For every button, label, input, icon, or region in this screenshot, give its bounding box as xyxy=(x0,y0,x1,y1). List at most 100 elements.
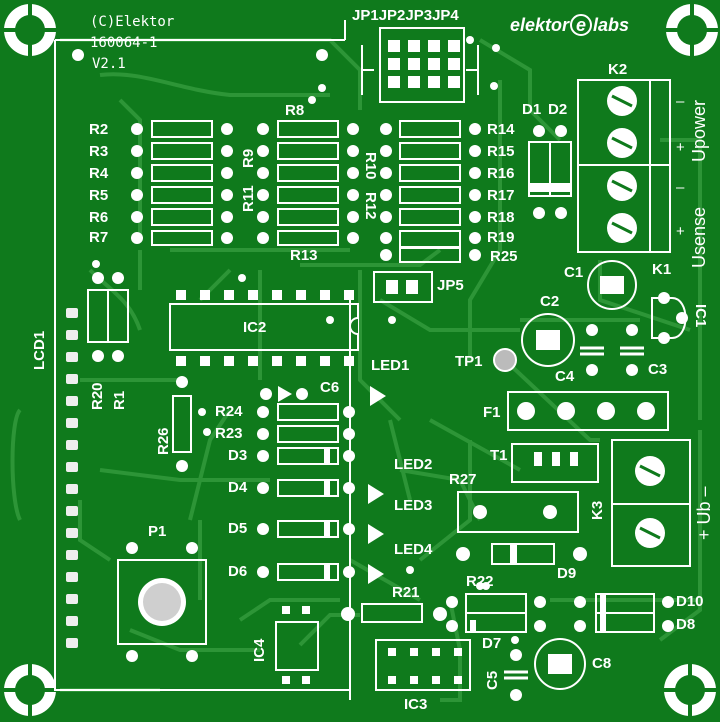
r7-label: R7 xyxy=(89,229,109,246)
d4-d5-d6-diodes xyxy=(257,479,355,581)
c6-capacitor xyxy=(260,386,308,402)
r11-label: R11 xyxy=(240,185,257,212)
d1-d2-diodes xyxy=(528,125,572,219)
r27-label: R27 xyxy=(449,471,477,488)
r2-label: R2 xyxy=(89,121,109,138)
resistor-bank-r2-r7 xyxy=(131,120,233,246)
t1-transistor xyxy=(511,443,599,483)
ub-plus: + xyxy=(694,529,714,540)
r6-label: R6 xyxy=(89,209,109,226)
r19-label: R19 xyxy=(487,229,515,246)
ub-polarity: + Ub – xyxy=(694,486,714,540)
upower-label: Upower xyxy=(689,99,709,162)
ic4-chip xyxy=(275,606,319,684)
r14-label: R14 xyxy=(487,121,515,138)
r22-d7 xyxy=(446,593,546,633)
r26-label: R26 xyxy=(155,427,172,455)
r13-label: R13 xyxy=(290,247,318,264)
led3-label: LED3 xyxy=(394,497,433,514)
c5-label: C5 xyxy=(484,670,501,690)
r24-label: R24 xyxy=(215,403,243,420)
ic3-chip xyxy=(375,639,471,691)
d2-label: D2 xyxy=(548,101,568,118)
jp5-label: JP5 xyxy=(437,277,464,294)
ic2-label: IC2 xyxy=(243,319,267,336)
r10-label: R10 xyxy=(362,152,379,180)
r20-label: R20 xyxy=(89,382,106,410)
k3-terminal xyxy=(611,439,691,567)
c5-capacitor xyxy=(504,649,528,701)
part-number: 160064-1 xyxy=(90,35,158,51)
d3-label: D3 xyxy=(228,447,248,464)
r25-label: R25 xyxy=(490,248,518,265)
r20-r1-resistors xyxy=(87,272,129,362)
p1-label: P1 xyxy=(148,523,167,540)
logo-suffix: labs xyxy=(593,15,630,35)
logo-e: e xyxy=(570,14,593,36)
k2-minus-bottom: – xyxy=(676,179,685,196)
d1-label: D1 xyxy=(522,101,542,118)
k2-plus-top: + xyxy=(676,139,685,156)
copyright-text: (C)Elektor xyxy=(90,14,175,30)
c4-c3-capacitors xyxy=(580,324,644,376)
usense-label: Usense xyxy=(689,206,709,268)
r15-label: R15 xyxy=(487,143,515,160)
lcd-mount-pad xyxy=(316,49,328,61)
d10-label: D10 xyxy=(676,593,704,610)
ic2-chip xyxy=(169,290,359,366)
ub-minus: – xyxy=(694,486,714,497)
d6-label: D6 xyxy=(228,563,248,580)
logo-brand: elektor xyxy=(510,15,570,35)
k2-plus-bottom: + xyxy=(676,223,685,240)
r4-label: R4 xyxy=(89,165,109,182)
d10-d8 xyxy=(574,593,674,633)
jp-row-label: JP1JP2JP3JP4 xyxy=(352,7,459,24)
c6-label: C6 xyxy=(320,379,340,396)
r21-resistor xyxy=(341,603,447,623)
resistor-bank-r14-r25 xyxy=(380,120,481,263)
k2-label: K2 xyxy=(608,61,628,78)
k2-terminal xyxy=(577,79,671,253)
ic3-label: IC3 xyxy=(404,696,428,713)
r26-resistor xyxy=(172,376,192,472)
tp1-label: TP1 xyxy=(455,353,483,370)
c8-capacitor xyxy=(534,638,586,690)
d9-diode xyxy=(456,543,587,565)
r23-label: R23 xyxy=(215,425,243,442)
d7-label: D7 xyxy=(482,635,502,652)
r27-resistor xyxy=(457,491,579,533)
r3-label: R3 xyxy=(89,143,109,160)
led2-label: LED2 xyxy=(394,456,433,473)
c1-label: C1 xyxy=(564,264,584,281)
d9-label: D9 xyxy=(557,565,577,582)
k1-connector xyxy=(651,292,688,344)
c2-capacitor xyxy=(521,313,575,367)
r22-label: R22 xyxy=(466,573,494,590)
r24-r23-d3-block xyxy=(257,403,355,465)
lcd-mount-pad xyxy=(72,49,84,61)
copper-traces xyxy=(10,38,702,702)
f1-label: F1 xyxy=(483,404,501,421)
k3-label: K3 xyxy=(589,500,606,520)
lcd1-label: LCD1 xyxy=(31,330,48,370)
ic4-label: IC4 xyxy=(251,638,268,662)
c4-label: C4 xyxy=(555,368,575,385)
d4-label: D4 xyxy=(228,479,248,496)
r1-label: R1 xyxy=(111,390,128,410)
r16-label: R16 xyxy=(487,165,515,182)
r9-label: R9 xyxy=(240,148,257,168)
resistor-bank-r8-r13 xyxy=(257,120,359,246)
jp1-jp4-header xyxy=(361,27,479,103)
k2-minus-top: – xyxy=(676,93,685,110)
r17-label: R17 xyxy=(487,187,515,204)
c3-label: C3 xyxy=(648,361,668,378)
version-label: V2.1 xyxy=(92,56,126,72)
r5-label: R5 xyxy=(89,187,109,204)
vias xyxy=(92,36,519,644)
c8-label: C8 xyxy=(592,655,612,672)
jp5-jumper xyxy=(373,271,433,303)
p1-pushbutton xyxy=(117,542,207,662)
